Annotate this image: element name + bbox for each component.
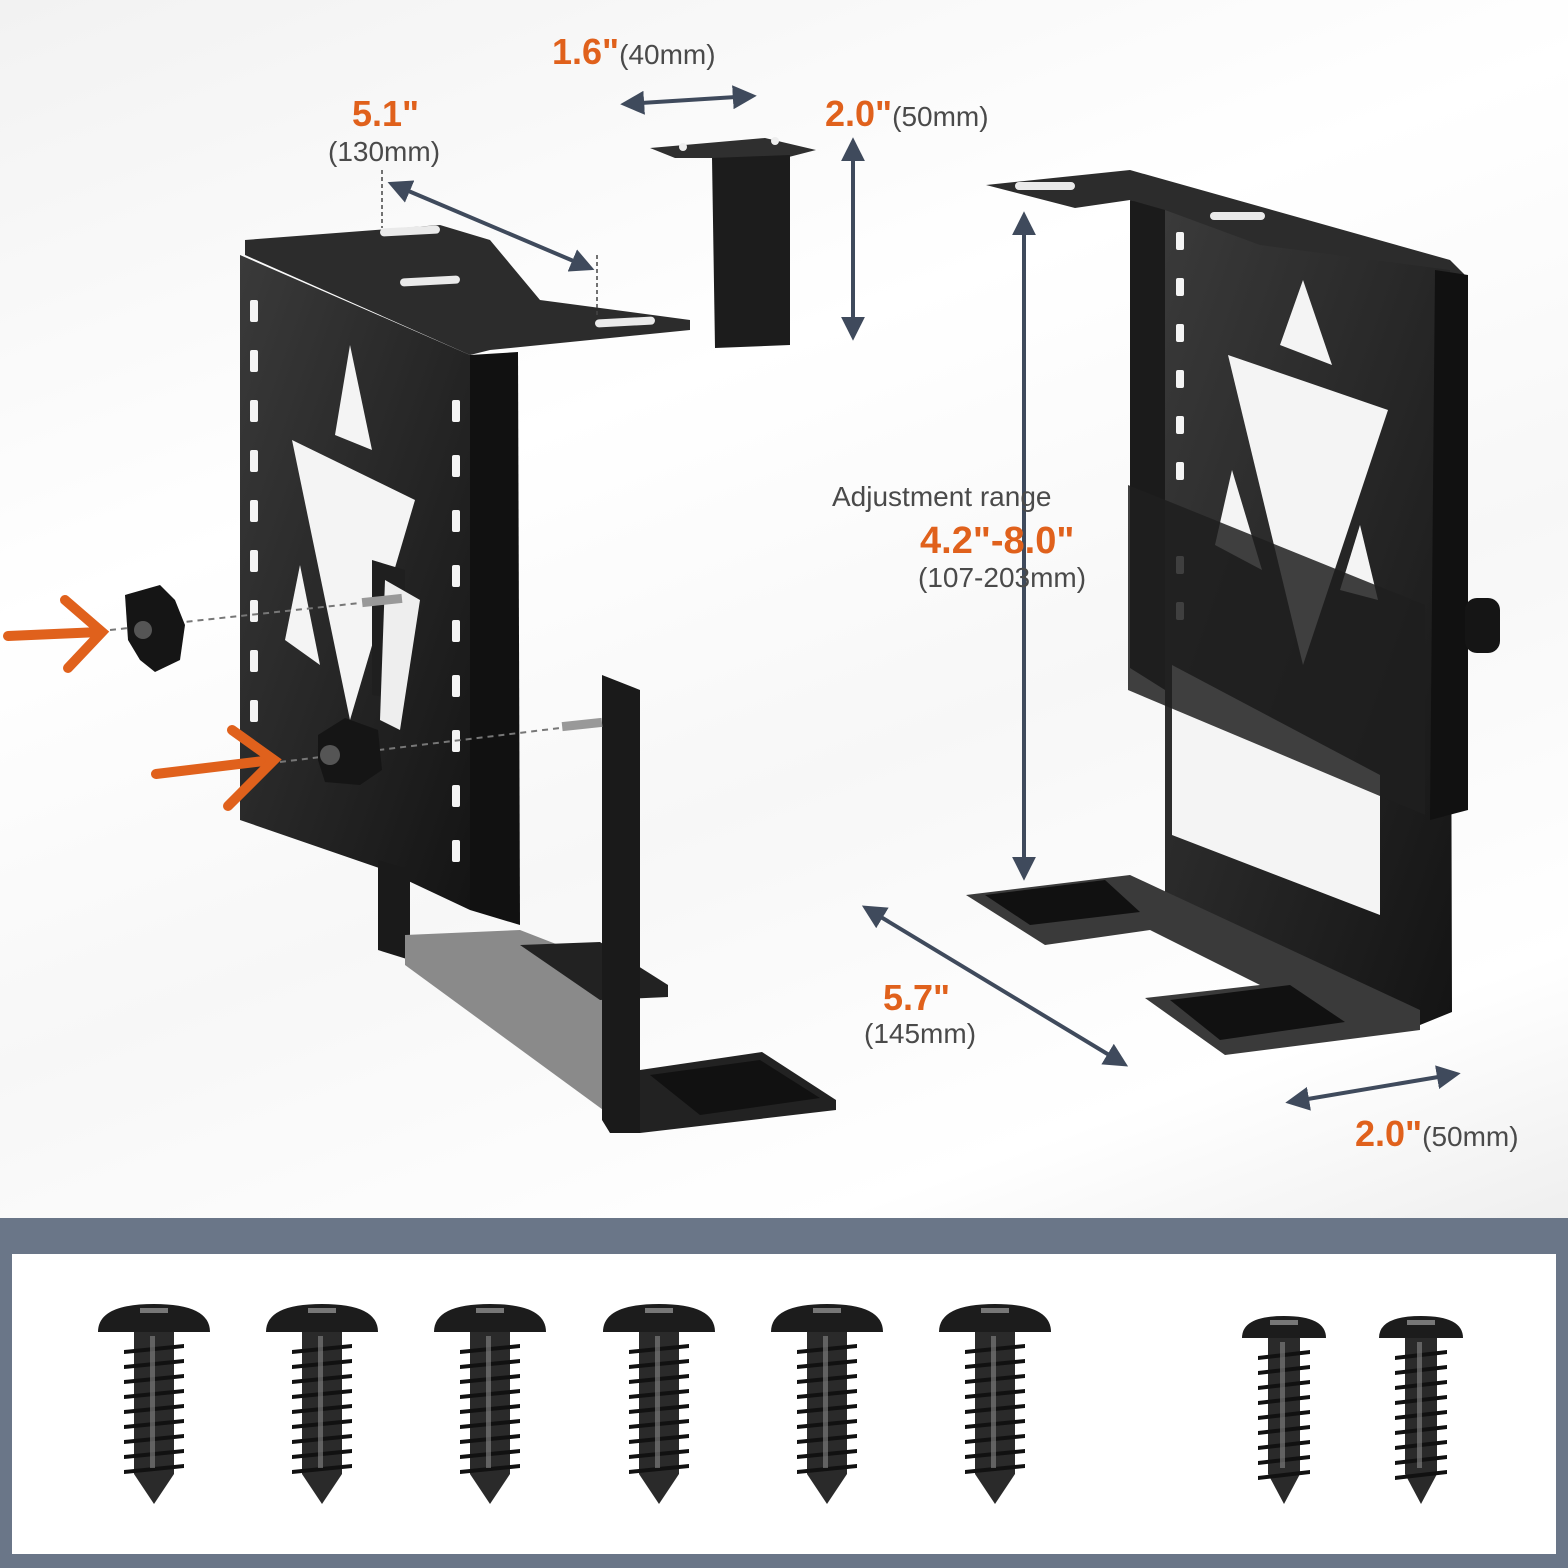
left-bracket: [3, 225, 836, 1133]
screws-group: [98, 1304, 1463, 1504]
top-length-inch: 5.1": [352, 93, 420, 134]
plate-height-mm: (50mm): [892, 101, 989, 132]
base-width-inch: 2.0": [1355, 1113, 1423, 1154]
thumb-knob-icon: [1465, 598, 1500, 653]
adjustment-mm: (107-203mm): [918, 562, 1087, 593]
top-length-mm-label: (130mm): [328, 138, 440, 166]
orange-arrow-icon: [3, 595, 110, 673]
small-plate: [650, 137, 816, 348]
thumb-knob-icon: [125, 585, 185, 672]
screw-icon: [939, 1304, 1051, 1504]
adjustment-inch: 4.2"-8.0": [920, 520, 1075, 562]
thumb-knob-icon: [318, 718, 382, 785]
dimension-arrows: [387, 85, 1461, 1111]
screw-icon: [266, 1304, 378, 1504]
top-length-mm: (130mm): [328, 136, 441, 167]
bracket-illustration: [3, 85, 1500, 1133]
adjustment-title: Adjustment range: [832, 483, 1051, 511]
screw-icon: [98, 1304, 210, 1504]
plate-height-label: 2.0"(50mm): [825, 96, 989, 132]
top-width-inch: 1.6": [552, 31, 620, 72]
top-length-inch-label: 5.1": [352, 96, 419, 132]
adjustment-inch-label: 4.2"-8.0": [920, 522, 1074, 560]
plate-height-inch: 2.0": [825, 93, 893, 134]
base-width-mm: (50mm): [1422, 1121, 1519, 1152]
top-width-label: 1.6"(40mm): [552, 34, 716, 70]
screw-icon: [1242, 1316, 1326, 1504]
depth-mm-label: (145mm): [864, 1020, 976, 1048]
screw-icon: [603, 1304, 715, 1504]
screw-icon: [771, 1304, 883, 1504]
depth-inch: 5.7": [883, 977, 951, 1018]
depth-mm: (145mm): [864, 1018, 977, 1049]
right-bracket: [966, 170, 1500, 1055]
top-width-mm: (40mm): [619, 39, 716, 70]
screws-panel: [12, 1254, 1556, 1554]
depth-inch-label: 5.7": [883, 980, 950, 1016]
screw-icon: [434, 1304, 546, 1504]
adjustment-label: Adjustment range: [832, 481, 1052, 512]
base-width-label: 2.0"(50mm): [1355, 1116, 1519, 1152]
adjustment-mm-label: (107-203mm): [918, 564, 1086, 592]
orange-arrow-icon: [151, 725, 282, 811]
screw-icon: [1379, 1316, 1463, 1504]
